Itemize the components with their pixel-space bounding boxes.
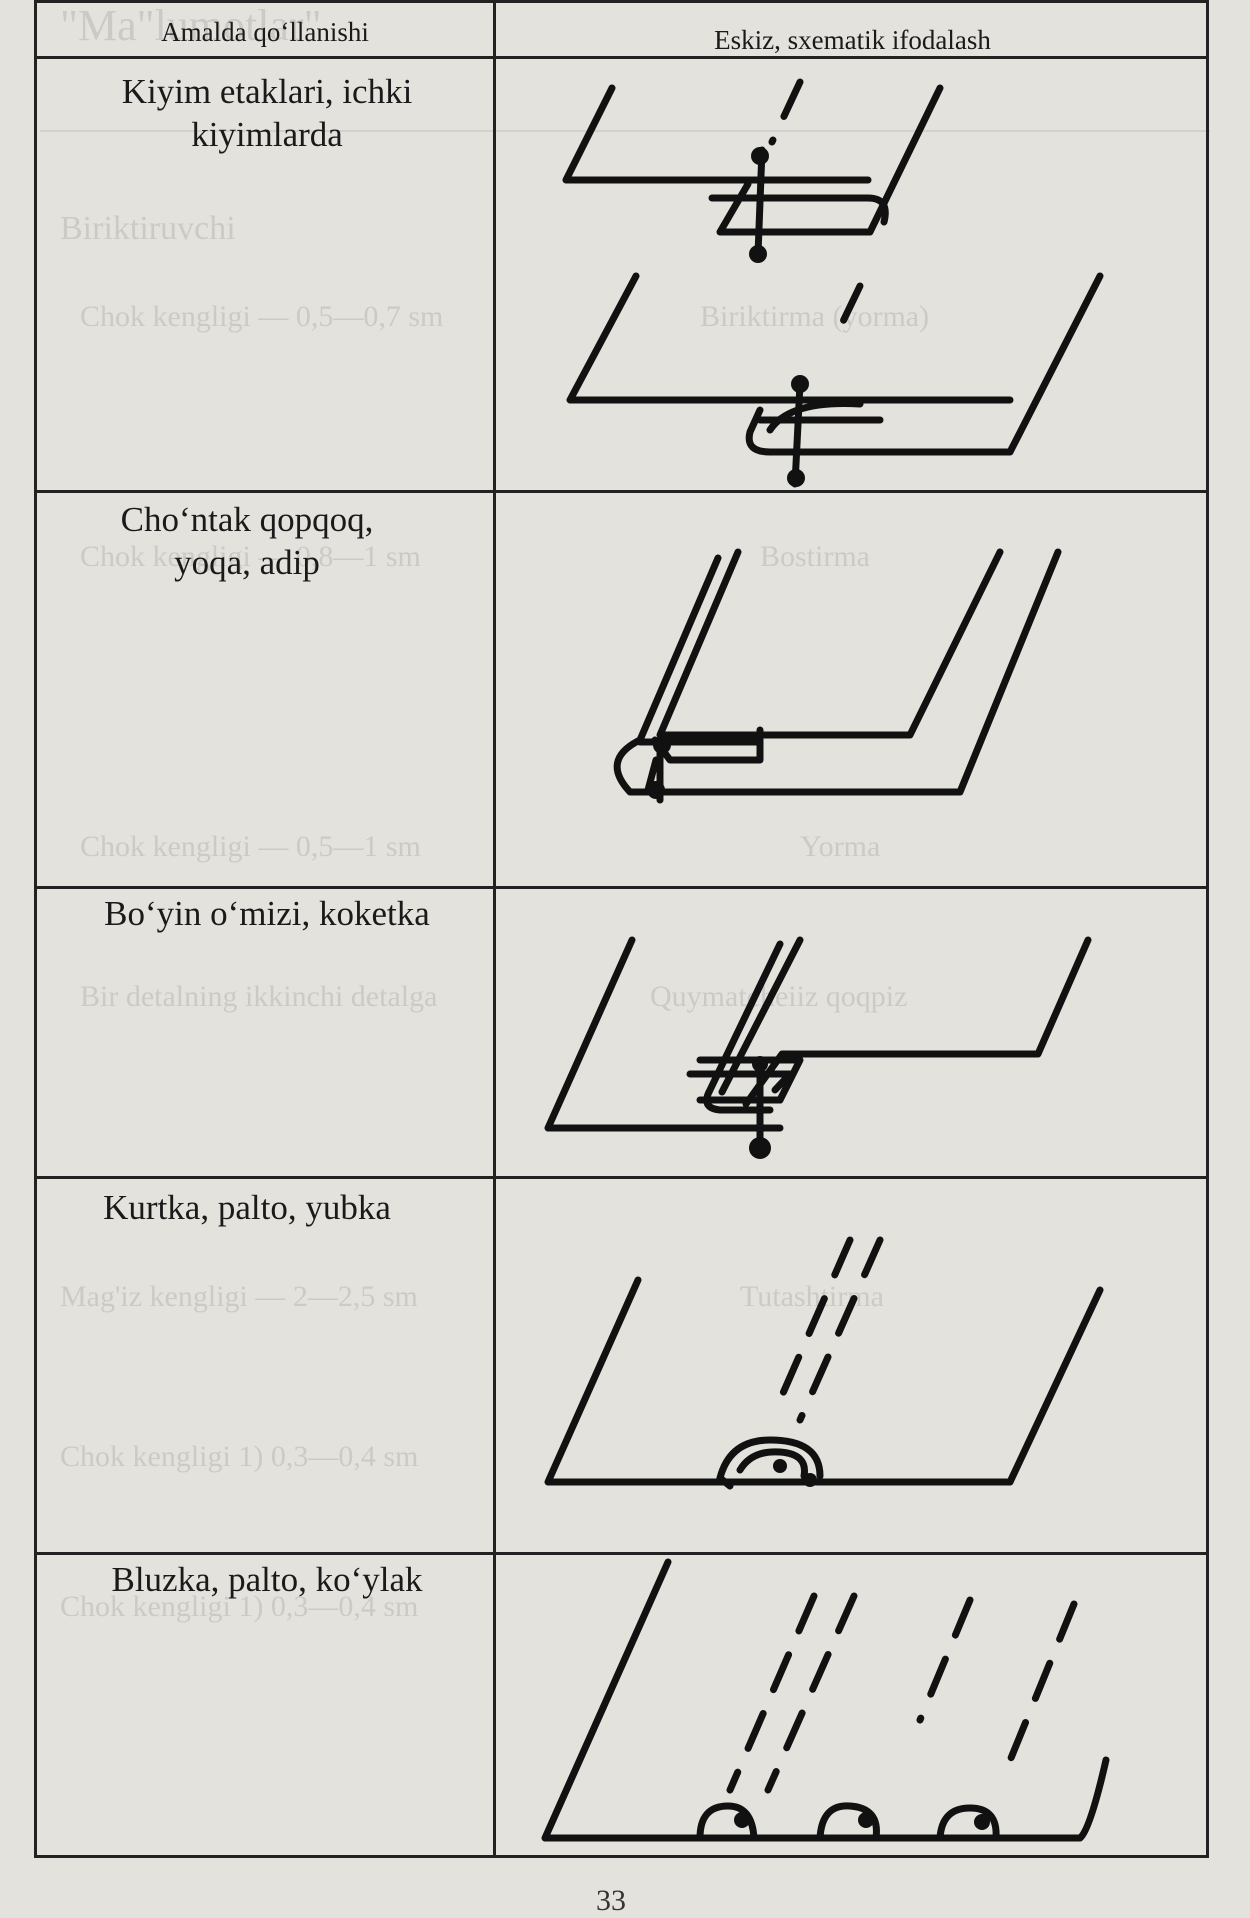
row-usage-1: Kiyim etaklari, ichki kiyimlarda (121, 72, 413, 154)
row-usage-2: Cho‘ntak qopqoq, yoqa, adip (120, 500, 374, 582)
column-header-usage: Amalda qo‘llanishi (161, 17, 369, 47)
row-usage-5: Bluzka, palto, ko‘ylak (111, 1560, 423, 1599)
row-usage-3: Bo‘yin o‘mizi, koketka (104, 894, 430, 933)
column-divider (493, 3, 496, 1855)
row-divider (37, 490, 1206, 493)
row-usage-4: Kurtka, palto, yubka (103, 1188, 391, 1227)
header-divider (37, 56, 1206, 59)
row-divider (37, 886, 1206, 889)
page-number: 33 (596, 1884, 626, 1917)
row-divider (37, 1176, 1206, 1179)
column-header-sketch: Eskiz, sxematik ifodalash (714, 25, 991, 55)
seam-table: Amalda qo‘llanishi Eskiz, sxematik ifoda… (34, 0, 1209, 1858)
row-divider (37, 1552, 1206, 1555)
